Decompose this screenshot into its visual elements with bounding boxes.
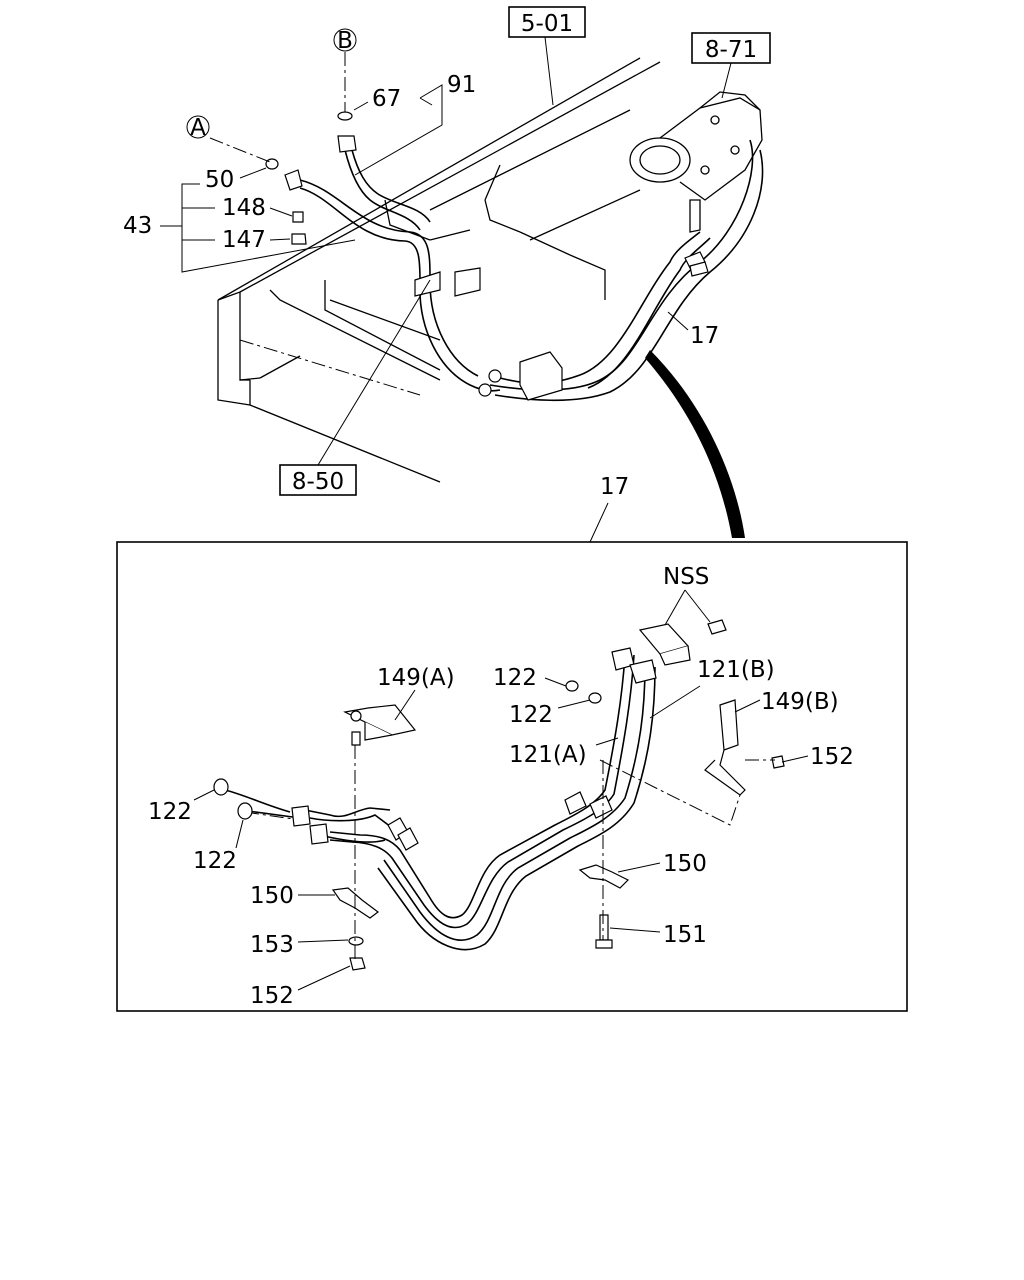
leader-50 <box>239 167 267 179</box>
label-43: 43 <box>123 213 152 239</box>
leader-152-1 <box>781 755 809 763</box>
label-122-3: 122 <box>148 799 192 825</box>
leader-152-2 <box>297 965 351 991</box>
label-122-1: 122 <box>493 665 537 691</box>
label-122-4: 122 <box>193 848 237 874</box>
ref-box-8-71: 8-71 <box>691 32 771 99</box>
leader-153 <box>297 939 349 943</box>
ref-box-5-01: 5-01 <box>508 6 586 106</box>
label-148: 148 <box>222 195 266 221</box>
frame-rail <box>217 57 661 483</box>
label-121a: 121(A) <box>509 742 587 768</box>
ref-8-50-label: 8-50 <box>292 469 344 495</box>
label-122-2: 122 <box>509 702 553 728</box>
detail-title-leader <box>589 502 609 543</box>
detail-axis-bracket <box>599 759 741 826</box>
leader-122-1 <box>544 677 567 687</box>
fitting-parts <box>265 111 353 245</box>
detail-frame <box>116 541 908 1012</box>
leader-121b <box>649 685 701 719</box>
label-149a: 149(A) <box>377 665 455 691</box>
leader-17-top <box>667 311 689 331</box>
label-17-top: 17 <box>690 323 719 349</box>
leader-149b <box>734 699 761 713</box>
nut-152-bottom <box>349 957 366 971</box>
leader-a <box>209 137 271 163</box>
detail-fittings <box>213 647 657 851</box>
bracket-91 <box>354 84 443 176</box>
label-153: 153 <box>250 932 294 958</box>
label-147: 147 <box>222 227 266 253</box>
washer-153 <box>348 936 364 946</box>
circle-ref-b: B <box>333 28 357 54</box>
label-152-1: 152 <box>810 744 854 770</box>
detail-hoses <box>224 654 656 951</box>
leader-122-2 <box>557 699 591 709</box>
overview-hoses <box>299 135 764 402</box>
label-151: 151 <box>663 922 707 948</box>
bolt-151 <box>595 914 613 949</box>
label-nss: NSS <box>663 564 709 590</box>
bracket-149a <box>343 704 417 746</box>
bracket-nss <box>638 619 727 666</box>
leader-122-3 <box>193 789 215 801</box>
ref-8-71-label: 8-71 <box>705 37 757 63</box>
circle-ref-a: A <box>186 115 210 141</box>
leader-148 <box>269 207 293 217</box>
clamp-150-right <box>578 864 630 889</box>
label-121b: 121(B) <box>697 657 775 683</box>
label-91: 91 <box>447 72 476 98</box>
leader-151 <box>609 927 661 933</box>
bracket-91-top <box>419 97 433 106</box>
detail-title: 17 <box>600 474 629 500</box>
label-67: 67 <box>372 86 401 112</box>
label-150-left: 150 <box>250 883 294 909</box>
label-149b: 149(B) <box>761 689 839 715</box>
leader-147 <box>269 238 291 241</box>
detail-pointer-arrow <box>645 350 745 538</box>
label-150-right: 150 <box>663 851 707 877</box>
leader-122-4 <box>235 819 244 849</box>
leader-150-right <box>617 862 661 873</box>
label-152-2: 152 <box>250 983 294 1009</box>
compressor <box>629 91 763 233</box>
ref-5-01-label: 5-01 <box>521 11 573 37</box>
circle-ref-a-text: A <box>190 115 206 141</box>
bracket-43 <box>181 183 356 273</box>
bracket-149b <box>704 699 785 796</box>
leader-121a <box>595 737 619 746</box>
ref-box-8-50: 8-50 <box>279 279 431 496</box>
bracket-43-ticks <box>160 207 215 241</box>
leader-149a <box>394 689 416 721</box>
circle-ref-b-text: B <box>337 28 353 54</box>
leader-nss <box>664 589 711 626</box>
label-50: 50 <box>205 167 234 193</box>
leader-67 <box>353 101 369 111</box>
